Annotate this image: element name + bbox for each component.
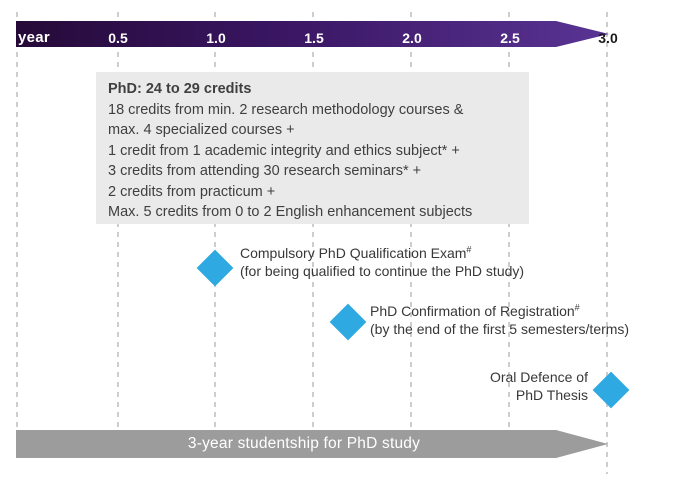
superscript-hash: # bbox=[574, 302, 580, 313]
studentship-label: 3-year studentship for PhD study bbox=[187, 435, 421, 452]
tick-label-1-5: 1.5 bbox=[304, 30, 324, 46]
year-axis-label: year bbox=[18, 29, 51, 46]
tick-label-1-0: 1.0 bbox=[206, 30, 226, 46]
milestone-subtitle: (by the end of the first 5 semesters/ter… bbox=[370, 321, 630, 337]
tick-label-0-5: 0.5 bbox=[108, 30, 128, 46]
gridline-year-1-5 bbox=[312, 12, 314, 458]
milestone-title: PhD Thesis bbox=[515, 387, 588, 403]
gridline-year-0-5 bbox=[117, 12, 119, 458]
credit-box-line: max. 4 specialized courses + bbox=[108, 122, 295, 138]
milestone-title: Compulsory PhD Qualification Exam# bbox=[240, 244, 472, 261]
milestone-qualification-exam: Compulsory PhD Qualification Exam# (for … bbox=[240, 244, 524, 280]
milestone-diamond-icon bbox=[329, 303, 367, 341]
credit-box-line: 18 credits from min. 2 research methodol… bbox=[108, 101, 464, 118]
tick-label-3-0: 3.0 bbox=[598, 30, 618, 46]
milestone-title: Oral Defence of bbox=[489, 369, 588, 385]
credit-box-line: 3 credits from attending 30 research sem… bbox=[108, 163, 422, 179]
studentship-arrow bbox=[16, 430, 608, 458]
milestone-confirmation-registration: PhD Confirmation of Registration# (by th… bbox=[370, 302, 629, 338]
gridline-year-1-0 bbox=[214, 12, 216, 458]
tick-label-2-0: 2.0 bbox=[402, 30, 422, 46]
credit-box-title: PhD: 24 to 29 credits bbox=[108, 81, 252, 97]
milestone-subtitle: (for being qualified to continue the PhD… bbox=[240, 263, 525, 279]
superscript-hash: # bbox=[466, 244, 472, 255]
milestone-diamond-icon bbox=[592, 371, 630, 409]
milestone-diamond-icon bbox=[196, 249, 234, 287]
milestone-oral-defence: Oral Defence of PhD Thesis bbox=[452, 368, 588, 404]
tick-label-2-5: 2.5 bbox=[500, 30, 520, 46]
gridline-year-2-0 bbox=[410, 12, 412, 458]
credit-box-line: 1 credit from 1 academic integrity and e… bbox=[108, 142, 460, 159]
credit-box-line: Max. 5 credits from 0 to 2 English enhan… bbox=[108, 204, 473, 220]
credit-requirements-box: PhD: 24 to 29 credits 18 credits from mi… bbox=[96, 72, 529, 224]
gridline-year-0 bbox=[16, 12, 18, 458]
gridline-year-3-0 bbox=[606, 12, 608, 474]
gridline-year-2-5 bbox=[508, 12, 510, 458]
year-axis-arrow bbox=[16, 21, 609, 47]
credit-box-line: 2 credits from practicum + bbox=[108, 183, 276, 200]
milestone-title: PhD Confirmation of Registration# bbox=[370, 302, 580, 319]
